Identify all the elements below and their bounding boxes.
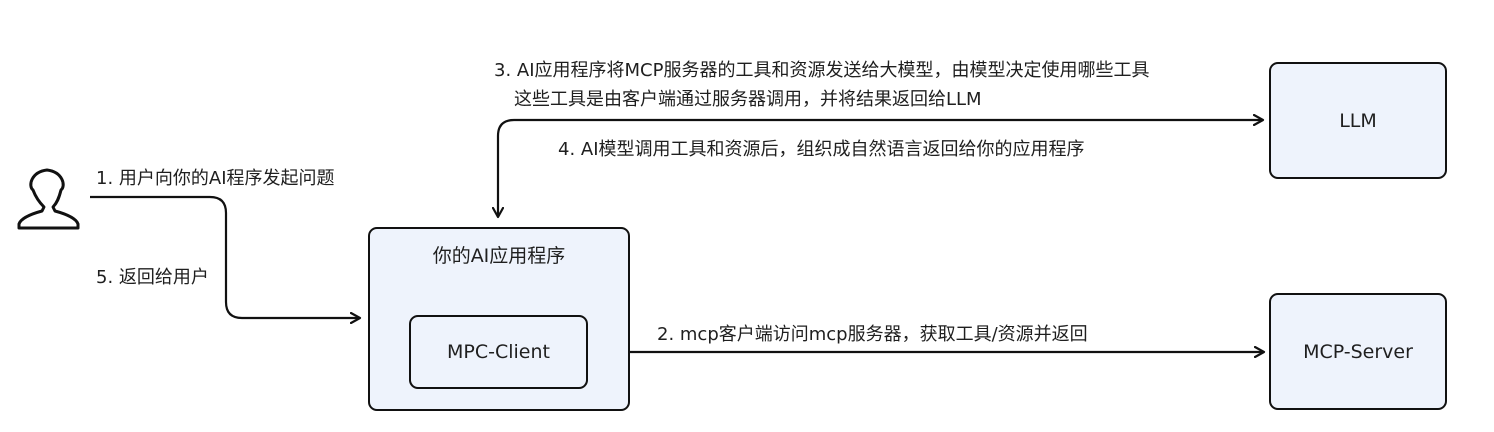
step4-label: 4. AI模型调用工具和资源后，组织成自然语言返回给你的应用程序 (558, 139, 1085, 160)
server-label: MCP-Server (1303, 341, 1413, 363)
user-to-app-arrow (90, 195, 360, 318)
app-title: 你的AI应用程序 (432, 245, 566, 267)
step5-label: 5. 返回给用户 (96, 267, 209, 288)
app-llm-arrow (498, 120, 1263, 217)
llm-label: LLM (1339, 110, 1377, 132)
server-box: MCP-Server (1269, 293, 1447, 410)
step2-label: 2. mcp客户端访问mcp服务器，获取工具/资源并返回 (657, 324, 1088, 345)
step3-label-line1: 3. AI应用程序将MCP服务器的工具和资源发送给大模型，由模型决定使用哪些工具 (494, 60, 1150, 81)
step3-label-line2: 这些工具是由客户端通过服务器调用，并将结果返回给LLM (514, 89, 982, 110)
step1-label: 1. 用户向你的AI程序发起问题 (96, 168, 335, 189)
client-box: MPC-Client (409, 315, 588, 389)
user-outline-icon (17, 168, 80, 230)
llm-box: LLM (1269, 62, 1447, 179)
client-label: MPC-Client (447, 341, 550, 363)
